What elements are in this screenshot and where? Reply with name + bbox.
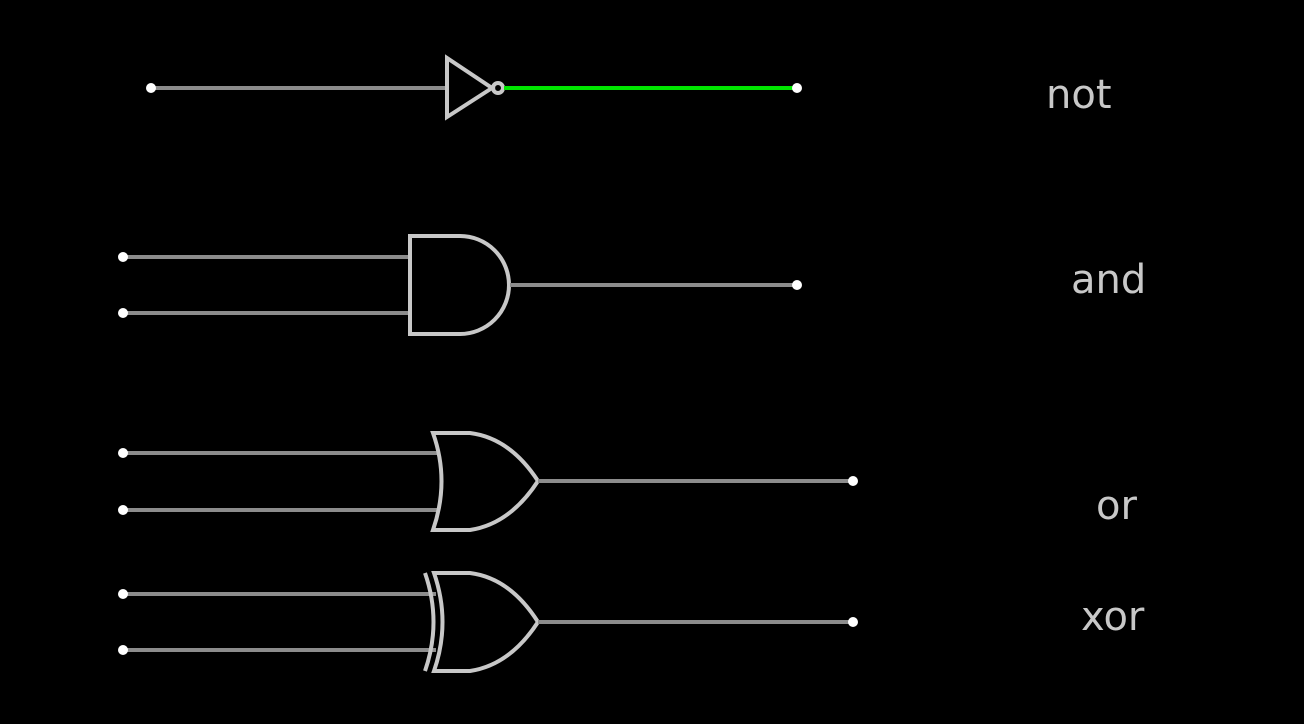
not-bubble-icon <box>491 81 505 95</box>
or-output-pin[interactable] <box>848 476 858 486</box>
xor-output-pin[interactable] <box>848 617 858 627</box>
xor-gate-icon[interactable] <box>431 571 541 673</box>
or-gate-group <box>118 431 858 532</box>
and-input-pin-1[interactable] <box>118 252 128 262</box>
xor-input-pin-2[interactable] <box>118 645 128 655</box>
and-input-pin-2[interactable] <box>118 308 128 318</box>
and-output-pin[interactable] <box>792 280 802 290</box>
not-input-pin[interactable] <box>146 83 156 93</box>
not-gate-icon[interactable] <box>445 54 496 121</box>
not-output-pin[interactable] <box>792 83 802 93</box>
xor-extra-arc-icon <box>423 572 436 672</box>
xor-input-pin-1[interactable] <box>118 589 128 599</box>
xor-label: xor <box>1081 594 1145 640</box>
and-label: and <box>1071 257 1147 303</box>
and-gate-icon[interactable] <box>408 234 511 336</box>
not-label: not <box>1046 72 1112 118</box>
or-input-pin-1[interactable] <box>118 448 128 458</box>
or-input-pin-2[interactable] <box>118 505 128 515</box>
not-gate-group <box>146 54 802 121</box>
or-gate-icon[interactable] <box>430 431 541 532</box>
or-label: or <box>1096 483 1137 529</box>
and-gate-group <box>118 234 802 336</box>
xor-gate-group <box>118 571 858 673</box>
